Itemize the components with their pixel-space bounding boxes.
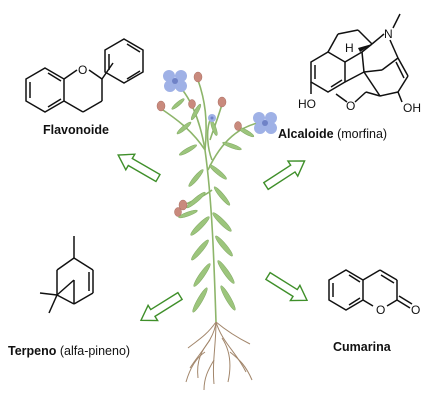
flavonoid-name: Flavonoide bbox=[43, 123, 109, 137]
arrow-to-alkaloid bbox=[262, 160, 306, 191]
arrow-to-flavonoid bbox=[117, 153, 161, 183]
arrow-to-terpene bbox=[139, 291, 184, 322]
coumarin-ring-oxygen: O bbox=[376, 303, 385, 317]
coumarin-label: Cumarina bbox=[333, 340, 391, 354]
flavonoid-structure bbox=[25, 38, 144, 113]
coumarin-keto-oxygen: O bbox=[411, 303, 420, 317]
terpene-note: (alfa-pineno) bbox=[59, 344, 131, 358]
arrow-to-coumarin bbox=[264, 271, 309, 302]
morphine-oh: OH bbox=[403, 101, 421, 115]
flax-plant-illustration bbox=[156, 70, 277, 391]
flavonoid-label: Flavonoide bbox=[43, 123, 109, 137]
terpene-label: Terpeno (alfa-pineno) bbox=[8, 344, 130, 358]
terpene-name: Terpeno bbox=[8, 344, 57, 358]
morphine-h: H bbox=[345, 41, 354, 55]
flax-flower bbox=[253, 112, 277, 134]
flax-flower-small bbox=[208, 114, 216, 122]
alkaloid-label: Alcaloide (morfina) bbox=[278, 127, 387, 141]
coumarin-name: Cumarina bbox=[333, 340, 391, 354]
alkaloid-name: Alcaloide bbox=[278, 127, 334, 141]
flax-buds bbox=[156, 71, 242, 217]
morphine-structure bbox=[310, 13, 409, 103]
morphine-wedge bbox=[358, 44, 372, 52]
morphine-ether-o: O bbox=[346, 99, 355, 113]
plant-roots bbox=[185, 321, 253, 391]
morphine-n: N bbox=[384, 27, 393, 41]
flavonoid-oxygen: O bbox=[78, 63, 87, 77]
pinene-structure bbox=[39, 236, 94, 314]
plant-leaves bbox=[171, 98, 255, 313]
flax-flower bbox=[163, 70, 187, 92]
morphine-ho: HO bbox=[298, 97, 316, 111]
coumarin-structure bbox=[328, 269, 413, 311]
alkaloid-note: (morfina) bbox=[337, 127, 388, 141]
